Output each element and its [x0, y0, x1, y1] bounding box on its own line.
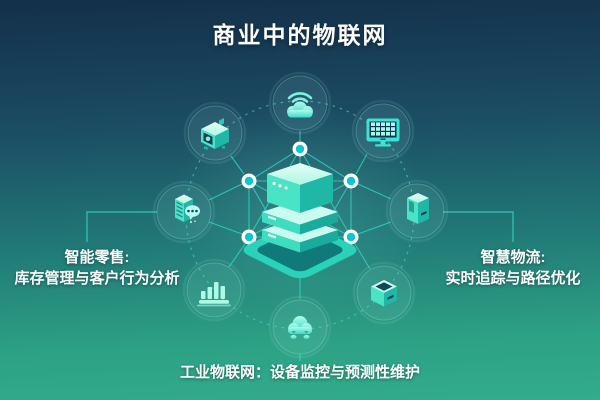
hub-node	[292, 141, 308, 157]
server-tower-icon	[407, 193, 429, 224]
label-smart-logistics-desc: 实时追踪与路径优化	[445, 270, 581, 287]
cloud-robot-icon	[288, 316, 312, 339]
label-smart-retail-desc: 库存管理与客户行为分析	[14, 270, 180, 287]
server-tower-node	[385, 179, 449, 243]
right-label-connector	[443, 211, 514, 242]
bar-chart-node	[182, 258, 246, 322]
hub-node	[343, 173, 359, 189]
cloud-wifi-node	[268, 71, 332, 135]
hub-node	[241, 173, 257, 189]
label-industrial-iot: 工业物联网：设备监控与预测性维护	[179, 364, 420, 381]
label-smart-logistics: 智慧物流: 实时追踪与路径优化	[428, 247, 598, 289]
hub-node	[241, 229, 257, 245]
cloud-wifi-icon	[287, 92, 313, 118]
camera-device-node	[183, 101, 247, 165]
spoke-lines	[208, 131, 392, 299]
label-smart-logistics-heading: 智慧物流:	[480, 249, 546, 266]
label-smart-retail-heading: 智能零售:	[64, 249, 130, 266]
page-title: 商业中的物联网	[212, 22, 388, 48]
monitor-grid-icon	[366, 118, 400, 147]
cloud-robot-node	[268, 295, 332, 359]
label-smart-retail: 智能零售: 库存管理与客户行为分析	[0, 247, 194, 289]
left-label-connector	[86, 211, 157, 242]
camera-device-icon	[201, 118, 229, 149]
server-chat-icon	[175, 194, 200, 223]
hub-node	[343, 229, 359, 245]
server-chat-node	[152, 180, 216, 244]
monitor-grid-node	[351, 99, 415, 163]
package-box-node	[352, 261, 416, 325]
server-stack-icon	[243, 163, 357, 279]
package-box-icon	[371, 280, 397, 307]
bar-chart-icon	[197, 282, 231, 307]
